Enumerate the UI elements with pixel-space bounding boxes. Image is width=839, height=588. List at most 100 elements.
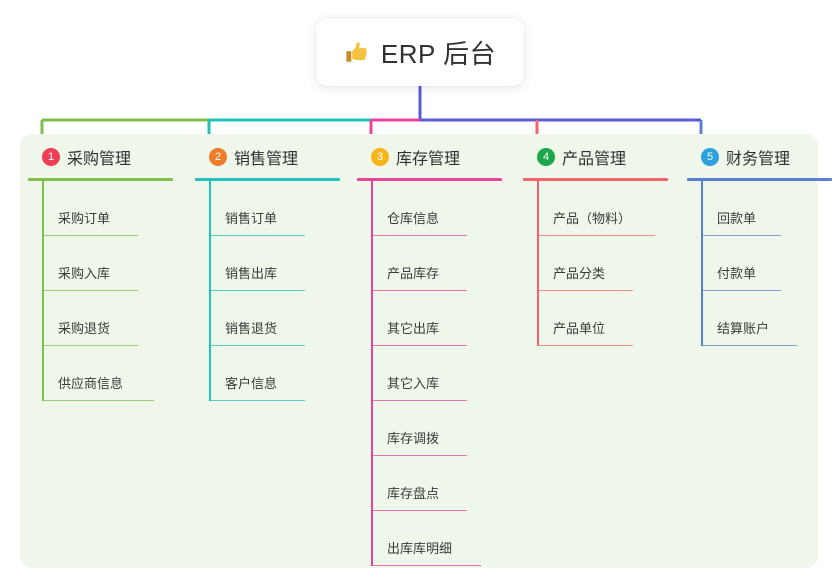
menu-item-label: 产品（物料） (553, 211, 632, 226)
column-spine-line (537, 181, 539, 346)
menu-item-label: 付款单 (717, 266, 757, 281)
menu-item-rule (371, 344, 467, 346)
menu-item-label: 其它出库 (387, 321, 440, 336)
menu-item-rule (371, 509, 467, 511)
column-库存管理: 3 库存管理仓库信息产品库存其它出库其它入库库存调拨库存盘点出库库明细 (357, 144, 502, 566)
column-title: 产品管理 (562, 151, 627, 168)
column-header[interactable]: 2 销售管理 (195, 144, 340, 170)
menu-item[interactable]: 库存盘点 (357, 456, 502, 511)
menu-item-rule (42, 344, 138, 346)
menu-item-rule (537, 344, 633, 346)
menu-item-rule (209, 399, 305, 401)
menu-item[interactable]: 仓库信息 (357, 181, 502, 236)
menu-item-label: 产品单位 (553, 321, 606, 336)
menu-item[interactable]: 产品库存 (357, 236, 502, 291)
menu-item[interactable]: 库存调拨 (357, 401, 502, 456)
menu-item[interactable]: 采购退货 (28, 291, 173, 346)
menu-item[interactable]: 销售订单 (195, 181, 340, 236)
column-header[interactable]: 4 产品管理 (523, 144, 668, 170)
menu-item[interactable]: 销售退货 (195, 291, 340, 346)
column-title: 销售管理 (234, 151, 299, 168)
menu-item-label: 出库库明细 (387, 541, 453, 556)
column-items: 采购订单采购入库采购退货供应商信息 (28, 181, 173, 401)
column-items: 仓库信息产品库存其它出库其它入库库存调拨库存盘点出库库明细 (357, 181, 502, 566)
menu-item-rule (371, 454, 467, 456)
column-财务管理: 5 财务管理回款单付款单结算账户 (687, 144, 832, 346)
menu-item-label: 采购订单 (58, 211, 111, 226)
column-number-badge: 5 (701, 148, 719, 166)
column-spine-line (371, 181, 373, 566)
column-number-badge: 3 (371, 148, 389, 166)
column-header[interactable]: 3 库存管理 (357, 144, 502, 170)
menu-item-rule (209, 289, 305, 291)
column-header[interactable]: 1 采购管理 (28, 144, 173, 170)
column-number-badge: 4 (537, 148, 555, 166)
menu-item-label: 回款单 (717, 211, 757, 226)
menu-item-label: 销售出库 (225, 266, 278, 281)
menu-item-label: 客户信息 (225, 376, 278, 391)
menu-item[interactable]: 结算账户 (687, 291, 832, 346)
thumbs-up-icon (346, 42, 367, 62)
menu-item-label: 库存盘点 (387, 486, 440, 501)
menu-item[interactable]: 产品分类 (523, 236, 668, 291)
column-采购管理: 1 采购管理采购订单采购入库采购退货供应商信息 (28, 144, 173, 401)
menu-item[interactable]: 供应商信息 (28, 346, 173, 401)
menu-item-rule (42, 289, 138, 291)
column-number-badge: 1 (42, 148, 60, 166)
menu-item-label: 销售退货 (225, 321, 278, 336)
menu-item-rule (209, 344, 305, 346)
menu-item[interactable]: 付款单 (687, 236, 832, 291)
menu-item-rule (537, 289, 633, 291)
menu-item[interactable]: 采购订单 (28, 181, 173, 236)
root-node-card[interactable]: ERP 后台 (316, 18, 524, 86)
column-header[interactable]: 5 财务管理 (687, 144, 832, 170)
menu-item-label: 仓库信息 (387, 211, 440, 226)
column-spine-line (209, 181, 211, 401)
menu-item-label: 采购退货 (58, 321, 111, 336)
menu-item-label: 产品库存 (387, 266, 440, 281)
menu-item-label: 其它入库 (387, 376, 440, 391)
menu-item-rule (701, 344, 797, 346)
column-title: 财务管理 (726, 151, 791, 168)
content-panel (20, 134, 818, 568)
menu-item[interactable]: 产品（物料） (523, 181, 668, 236)
menu-item-label: 销售订单 (225, 211, 278, 226)
menu-item-rule (42, 234, 138, 236)
column-spine-line (701, 181, 703, 346)
menu-item-rule (701, 234, 781, 236)
column-items: 销售订单销售出库销售退货客户信息 (195, 181, 340, 401)
menu-item-label: 产品分类 (553, 266, 606, 281)
column-header-rule (357, 178, 502, 181)
column-spine-line (42, 181, 44, 401)
column-number-badge: 2 (209, 148, 227, 166)
menu-item-rule (42, 399, 154, 401)
column-销售管理: 2 销售管理销售订单销售出库销售退货客户信息 (195, 144, 340, 401)
menu-item-rule (371, 234, 467, 236)
column-header-rule (687, 178, 832, 181)
menu-item[interactable]: 回款单 (687, 181, 832, 236)
menu-item[interactable]: 销售出库 (195, 236, 340, 291)
root-node-title: ERP 后台 (380, 38, 497, 69)
menu-item[interactable]: 其它出库 (357, 291, 502, 346)
column-header-rule (195, 178, 340, 181)
menu-item[interactable]: 其它入库 (357, 346, 502, 401)
menu-item[interactable]: 采购入库 (28, 236, 173, 291)
menu-item-rule (371, 564, 481, 566)
menu-item[interactable]: 客户信息 (195, 346, 340, 401)
column-header-rule (523, 178, 668, 181)
menu-item-rule (209, 234, 305, 236)
menu-item-label: 采购入库 (58, 266, 111, 281)
menu-item-rule (371, 399, 467, 401)
column-items: 产品（物料） 产品分类产品单位 (523, 181, 668, 346)
menu-item-rule (701, 289, 781, 291)
menu-item-label: 库存调拨 (387, 431, 440, 446)
column-title: 采购管理 (67, 151, 132, 168)
menu-item[interactable]: 出库库明细 (357, 511, 502, 566)
menu-item-rule (371, 289, 467, 291)
menu-item-label: 结算账户 (717, 321, 770, 336)
column-产品管理: 4 产品管理产品（物料） 产品分类产品单位 (523, 144, 668, 346)
menu-item[interactable]: 产品单位 (523, 291, 668, 346)
column-title: 库存管理 (396, 151, 461, 168)
menu-item-label: 供应商信息 (58, 376, 124, 391)
